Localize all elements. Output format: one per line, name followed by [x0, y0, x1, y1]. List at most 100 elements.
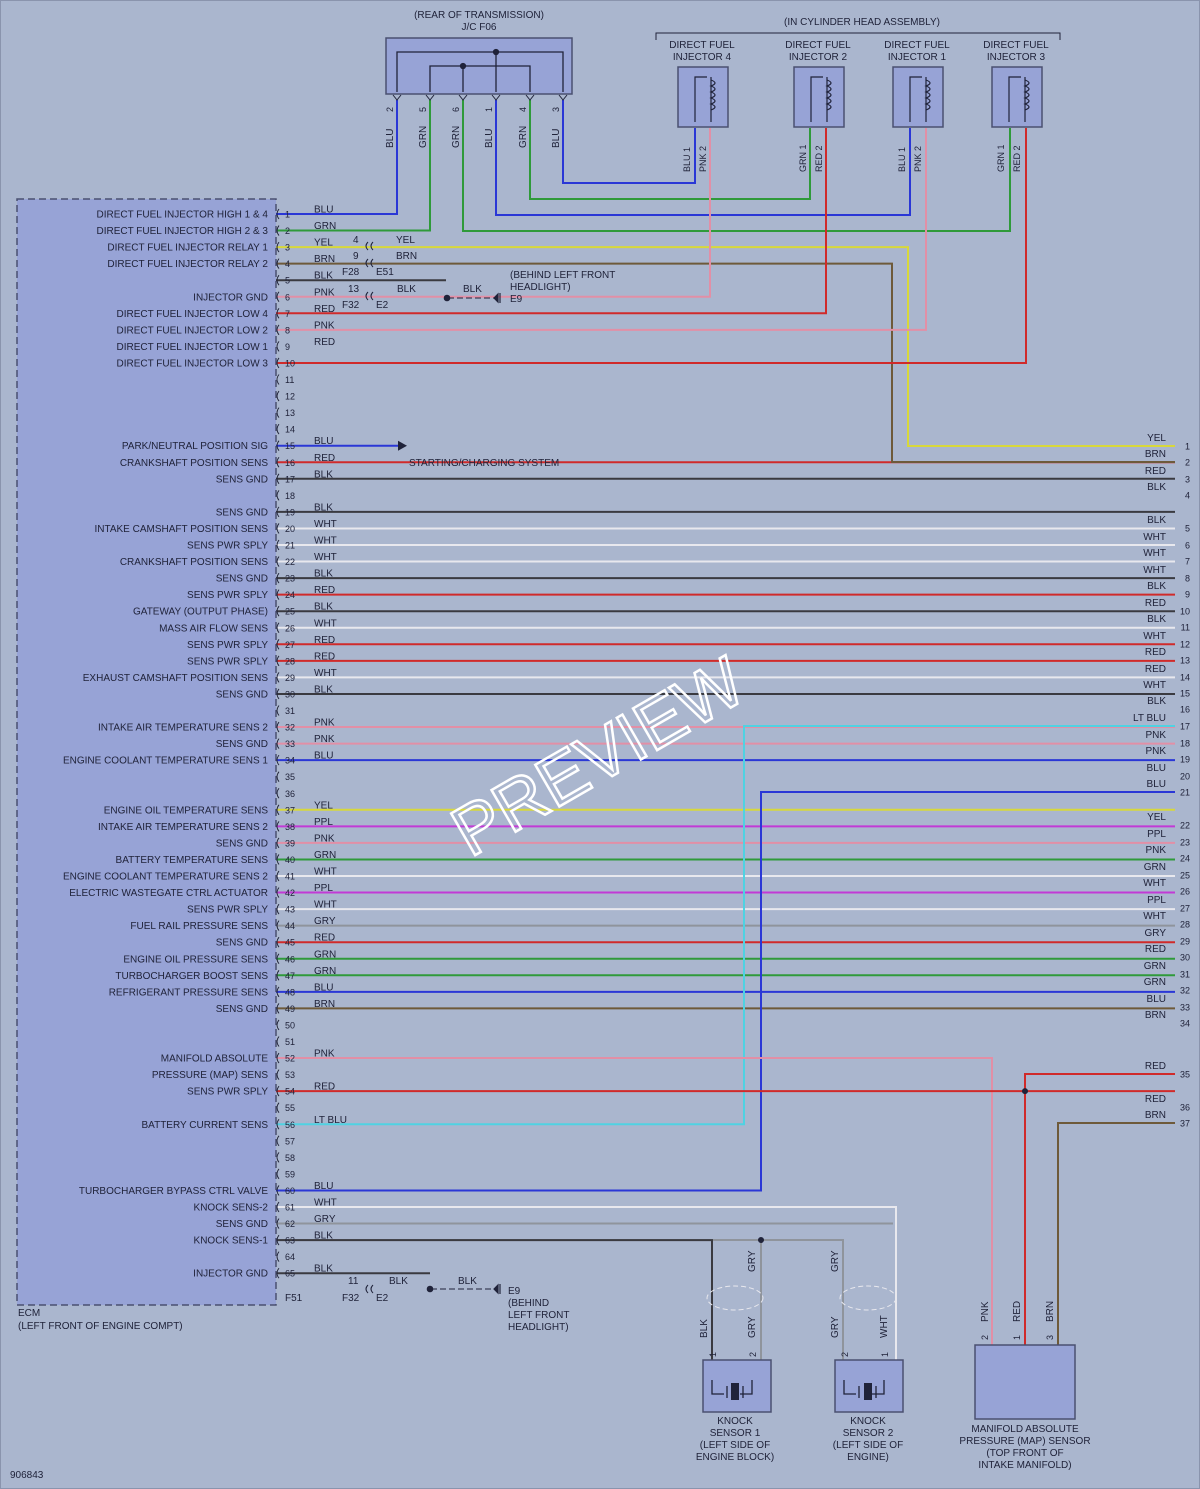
- right-terminal-21: 21: [1180, 788, 1190, 798]
- knock1-wire-top: GRY: [747, 1250, 758, 1272]
- ecm-label-29: EXHAUST CAMSHAFT POSITION SENS: [83, 673, 269, 684]
- ground-top-line2: HEADLIGHT): [510, 282, 571, 293]
- ecm-pin-tick-37: [276, 804, 280, 816]
- ecm-wire-code-47: GRN: [314, 966, 336, 977]
- ecm-label-30: SENS GND: [216, 689, 268, 700]
- jc-wire-4: GRN: [518, 126, 529, 148]
- jc-pin-2: 2: [385, 107, 395, 112]
- wire-jc-1-inj1: [495, 100, 911, 216]
- ecm-pin-tick-22: [276, 556, 280, 567]
- ecm-label-33: SENS GND: [216, 739, 268, 750]
- ecm-pin-33: 33: [285, 739, 295, 749]
- ecm-pin-11: 11: [285, 375, 294, 385]
- knock1-wire1: BLK: [699, 1319, 710, 1338]
- ecm-pin-56: 56: [285, 1120, 295, 1130]
- right-wire-code-26: WHT: [1143, 878, 1166, 889]
- ecm-pin-tick-43: [276, 903, 280, 915]
- right-wire-code-24: PNK: [1145, 845, 1166, 856]
- ecm-label-15: PARK/NEUTRAL POSITION SIG: [122, 441, 268, 452]
- injector-3-pin2: PNK 2: [913, 146, 923, 172]
- ecm-pin-3: 3: [285, 243, 290, 253]
- right-terminal-19: 19: [1180, 755, 1190, 765]
- ecm-label-22: CRANKSHAFT POSITION SENS: [120, 557, 269, 568]
- ecm-pin-20: 20: [285, 524, 295, 534]
- injector-1-sub: INJECTOR 4: [673, 52, 732, 63]
- ecm-wire-code-44: GRY: [314, 916, 336, 927]
- jc-pin-mark-6: [458, 94, 468, 101]
- ecm-pin-tick-10: [276, 357, 280, 369]
- ecm-wire-code-9: RED: [314, 337, 335, 348]
- jc-bus: [396, 48, 564, 92]
- right-wire-code-2: BRN: [1145, 449, 1166, 460]
- ecm-label-25: GATEWAY (OUTPUT PHASE): [133, 607, 268, 618]
- right-terminal-30: 30: [1180, 953, 1190, 963]
- ecm-pin-tick-25: [276, 605, 280, 617]
- wire-relay-1: [276, 246, 1175, 447]
- injector-4-pin2: RED 2: [1012, 145, 1022, 172]
- ecm-label-49: SENS GND: [216, 1004, 268, 1015]
- ecm-wire-code-54: RED: [314, 1082, 335, 1093]
- ecm-pin-4: 4: [285, 259, 290, 269]
- right-wire-code-36: RED: [1145, 1094, 1166, 1105]
- ecm-pin-18: 18: [285, 491, 295, 501]
- knock1-line2: SENSOR 1: [710, 1428, 761, 1439]
- ecm-wire-code-4: BRN: [314, 254, 335, 265]
- injector-2-sub: INJECTOR 2: [789, 52, 848, 63]
- ecm-pin-54: 54: [285, 1087, 295, 1097]
- ecm-wire-code-8: PNK: [314, 320, 335, 331]
- knock2-wire1: GRY: [830, 1316, 841, 1338]
- ecm-wire-code-45: RED: [314, 933, 335, 944]
- ecm-pin-59: 59: [285, 1169, 295, 1179]
- ecm-label-39: SENS GND: [216, 838, 268, 849]
- ecm-pin-tick-47: [276, 970, 280, 981]
- ecm-wire-code-60: BLU: [314, 1181, 333, 1192]
- ecm-wire-code-24: RED: [314, 585, 335, 596]
- ecm-pin-tick-4: [276, 258, 280, 269]
- conn-e9-bottom: E9: [508, 1286, 521, 1297]
- jc-pin-3: 3: [551, 107, 561, 112]
- jc-pin-5: 5: [418, 107, 428, 112]
- ecm-pin-tick-2: [276, 225, 280, 236]
- ecm-pin-55: 55: [285, 1103, 295, 1113]
- ecm-pin-45: 45: [285, 938, 295, 948]
- right-terminal-2: 2: [1185, 458, 1190, 468]
- right-terminal-24: 24: [1180, 854, 1190, 864]
- right-terminal-22: 22: [1180, 821, 1190, 831]
- ecm-wire-code-25: BLK: [314, 602, 333, 613]
- injector-1-coil: [709, 79, 716, 111]
- connector-glyphs: [365, 241, 494, 1294]
- right-terminal-27: 27: [1180, 904, 1190, 914]
- right-terminal-25: 25: [1180, 871, 1190, 881]
- ecm-pin-tick-49: [276, 1003, 280, 1014]
- ecm-pin-tick-57: [276, 1135, 280, 1147]
- ecm-pin-tick-6: [276, 291, 280, 303]
- ecm-pin-tick-52: [276, 1052, 280, 1064]
- ecm-pin-38: 38: [285, 822, 295, 832]
- ecm-label-20: INTAKE CAMSHAFT POSITION SENS: [94, 524, 268, 535]
- ecm-pin-30: 30: [285, 689, 295, 699]
- ecm-pin-tick-16: [276, 456, 280, 468]
- ecm-label-37: ENGINE OIL TEMPERATURE SENS: [104, 805, 269, 816]
- ecm-wire-code-5: BLK: [314, 271, 333, 282]
- jc-wire-6: GRN: [451, 126, 462, 148]
- ecm-pin-44: 44: [285, 921, 295, 931]
- map-line3: (TOP FRONT OF: [986, 1448, 1063, 1459]
- right-wire-code-16: BLK: [1147, 696, 1166, 707]
- ecm-wire-code-7: RED: [314, 304, 335, 315]
- ecm-wire-code-52: PNK: [314, 1049, 335, 1060]
- right-wire-code-31: GRN: [1144, 961, 1166, 972]
- right-wire-code-33: BLU: [1147, 994, 1166, 1005]
- right-terminal-9: 9: [1185, 590, 1190, 600]
- ecm-label-42: ELECTRIC WASTEGATE CTRL ACTUATOR: [69, 888, 268, 899]
- conn-f32-top: F32: [342, 300, 360, 311]
- ecm-pin-36: 36: [285, 789, 295, 799]
- ecm-pin-tick-34: [276, 754, 280, 766]
- map-sensor: MANIFOLD ABSOLUTE PRESSURE (MAP) SENSOR …: [959, 1301, 1090, 1471]
- right-terminal-6: 6: [1185, 541, 1190, 551]
- ecm-label-60: TURBOCHARGER BYPASS CTRL VALVE: [79, 1186, 268, 1197]
- injector-1-box: [677, 66, 729, 128]
- injector-3-name: DIRECT FUEL: [884, 40, 950, 51]
- ecm-pin-27: 27: [285, 640, 295, 650]
- right-terminal-23: 23: [1180, 838, 1190, 848]
